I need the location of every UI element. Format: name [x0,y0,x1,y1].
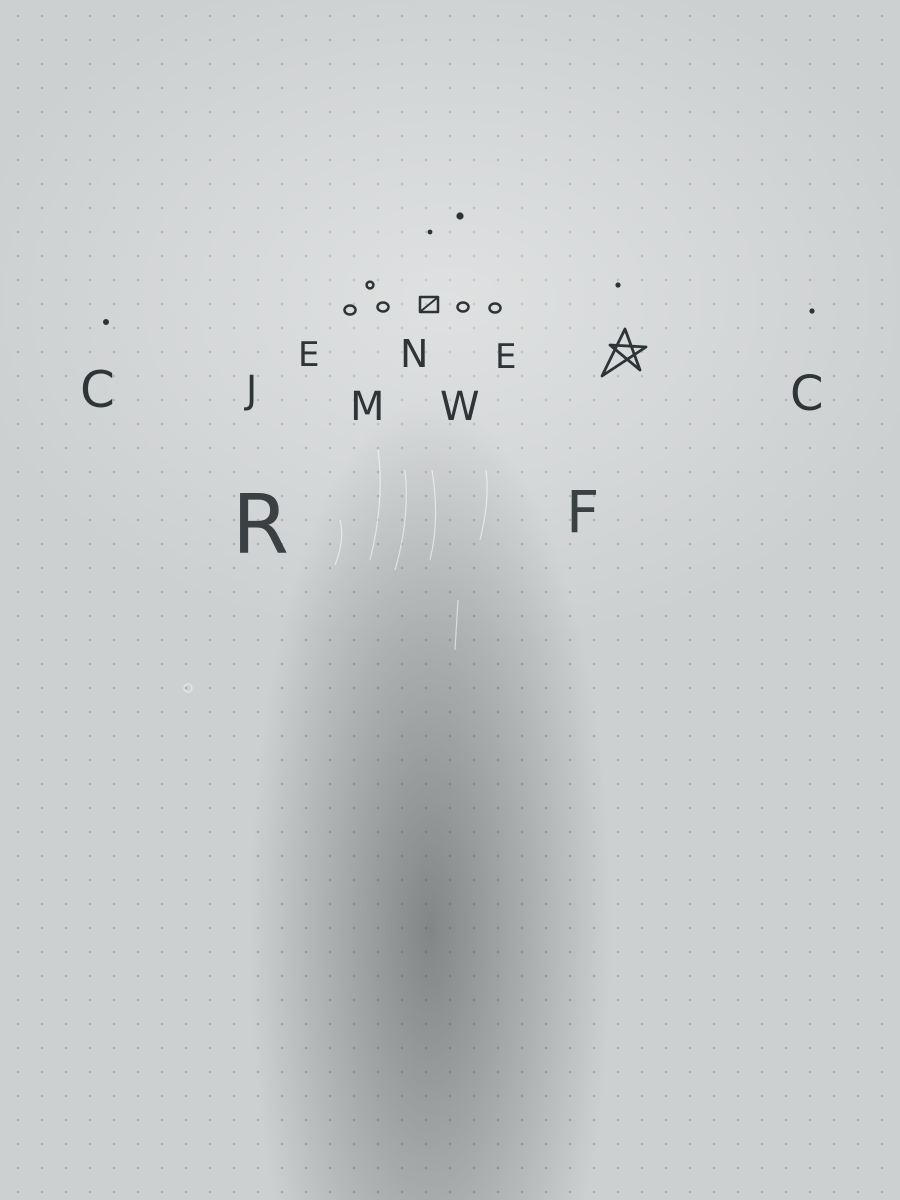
square-symbol [418,295,440,314]
receiver-dot-left [103,319,109,325]
corner-left-label: C [80,361,115,419]
defense-labels: C J E N E M W C R F [80,332,824,573]
circle-symbol [456,301,470,313]
erased-marks [183,449,488,693]
jack-label: J [244,368,257,412]
qb-dot-small [427,229,433,235]
nose-label: N [400,332,428,376]
star-symbol [600,327,648,378]
mike-label: M [350,384,385,430]
wing-circle [365,280,375,290]
circle-symbol [376,301,390,313]
circle-symbol [343,304,357,316]
offensive-line [343,295,502,316]
square-symbol-slash [420,297,438,312]
receiver-dot-slot [615,282,621,288]
will-label: W [440,384,480,430]
circle-symbol [488,302,502,314]
free-safety-label: F [566,478,599,546]
end-left-label: E [298,335,319,375]
rover-label: R [232,478,289,573]
receiver-dot-right [809,308,815,314]
qb-dot [456,212,464,220]
corner-right-label: C [790,366,824,422]
offense-markers [103,212,815,325]
end-right-label: E [495,337,516,377]
